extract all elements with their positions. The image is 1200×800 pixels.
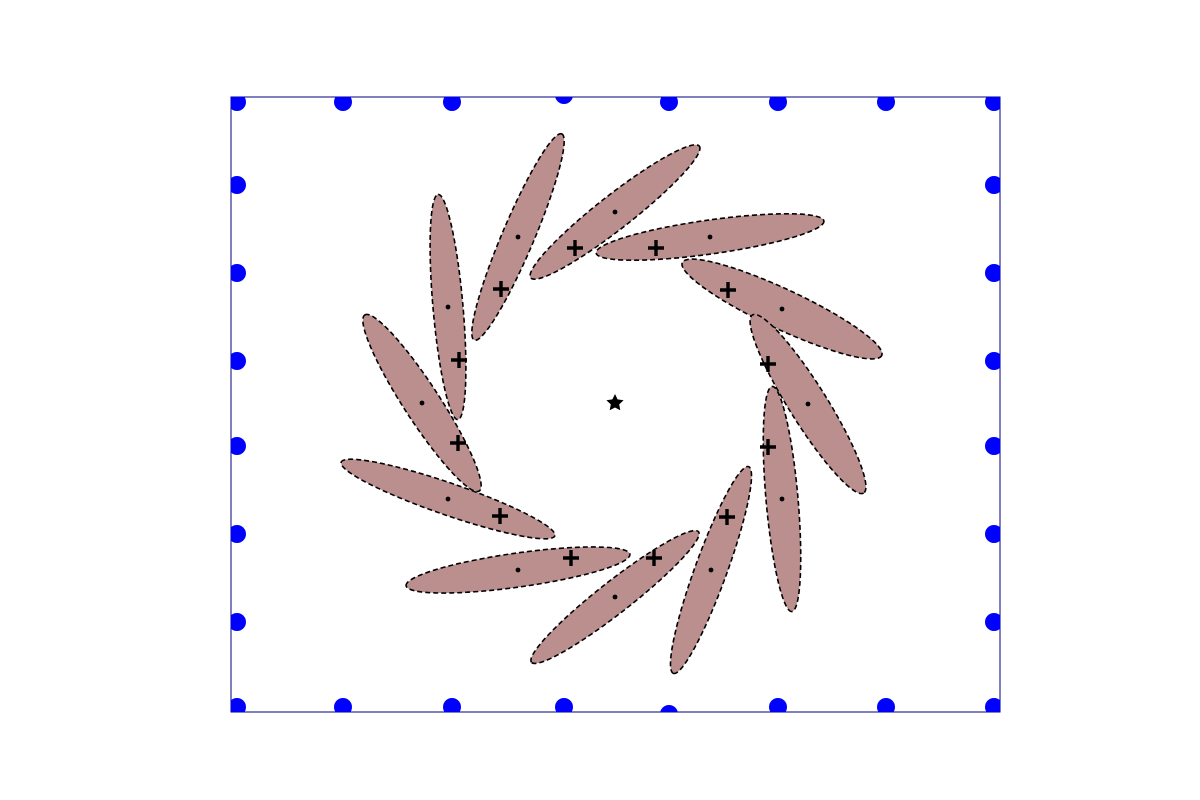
boundary-particle — [231, 525, 246, 543]
body-markers — [419, 209, 811, 600]
body-center-dot — [707, 234, 713, 240]
boundary-particle — [877, 97, 895, 111]
plus-marker-icon — [646, 550, 662, 566]
boundary-particle — [877, 698, 895, 712]
body-center-dot — [445, 496, 451, 502]
body-center-dot — [419, 400, 425, 406]
plus-marker-icon — [451, 352, 467, 368]
body-center-dot — [515, 567, 521, 573]
plus-marker-icon — [720, 282, 736, 298]
star-marker-icon — [606, 394, 624, 411]
boundary-particle — [231, 613, 246, 631]
plus-marker-icon — [719, 509, 735, 525]
boundary-particle — [231, 97, 246, 111]
plus-marker-icon — [760, 439, 776, 455]
boundary-particles — [231, 97, 1000, 712]
boundary-particle — [985, 176, 1000, 194]
boundary-particle — [660, 97, 678, 111]
rotation-center-marker — [606, 394, 624, 411]
boundary-particle — [231, 437, 246, 455]
boundary-particle — [769, 698, 787, 712]
body-center-dot — [612, 209, 618, 215]
plus-marker-icon — [648, 240, 664, 256]
plus-marker-icon — [567, 240, 583, 256]
boundary-particle — [334, 97, 352, 111]
boundary-particle — [985, 613, 1000, 631]
boundary-particle — [985, 698, 1000, 712]
boundary-particle — [334, 698, 352, 712]
boundary-particle — [231, 352, 246, 370]
body-center-dot — [779, 496, 785, 502]
boundary-particle — [985, 352, 1000, 370]
body-center-dot — [779, 306, 785, 312]
body-center-dot — [445, 304, 451, 310]
plus-marker-icon — [493, 281, 509, 297]
boundary-particle — [555, 97, 573, 104]
plus-marker-icon — [450, 435, 466, 451]
boundary-particle — [985, 525, 1000, 543]
boundary-particle — [555, 698, 573, 712]
boundary-particle — [231, 698, 246, 712]
boundary-particle — [985, 264, 1000, 282]
body-center-dot — [708, 567, 714, 573]
boundary-particle — [443, 698, 461, 712]
body-center-dot — [805, 401, 811, 407]
plus-marker-icon — [563, 550, 579, 566]
body-center-dot — [515, 234, 521, 240]
boundary-particle — [443, 97, 461, 111]
boundary-particle — [769, 97, 787, 111]
boundary-particle — [660, 705, 678, 712]
body-center-dot — [612, 594, 618, 600]
plus-marker-icon — [760, 356, 776, 372]
boundary-particle — [985, 437, 1000, 455]
boundary-particle — [231, 264, 246, 282]
boundary-particle — [231, 176, 246, 194]
plus-marker-icon — [492, 508, 508, 524]
domain-frame — [230, 96, 1001, 713]
boundary-particle — [985, 97, 1000, 111]
